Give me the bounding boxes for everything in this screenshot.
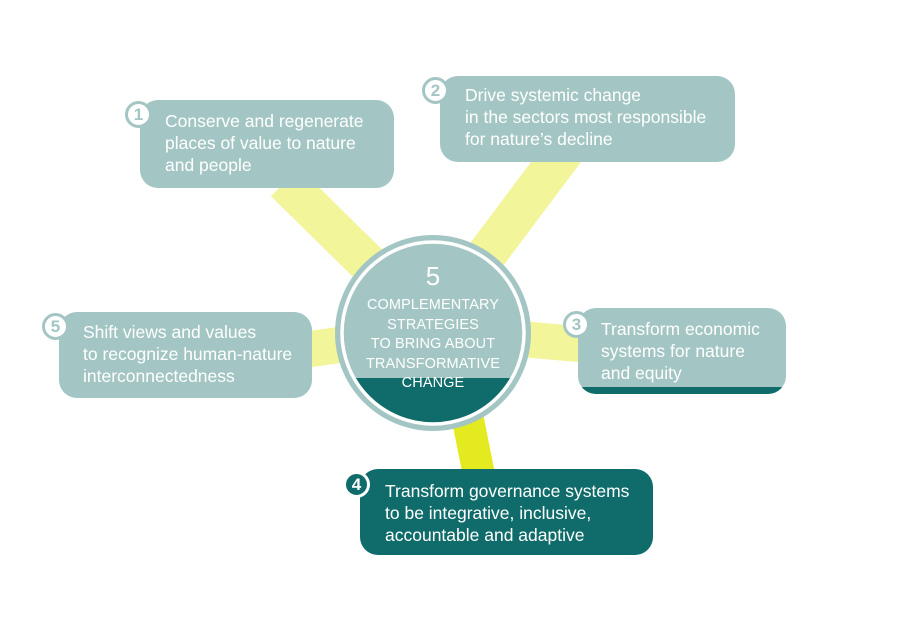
hub-number: 5 bbox=[425, 261, 441, 291]
strategy-text-5: Shift views and values to recognize huma… bbox=[83, 322, 293, 386]
strategy-box-3: Transform economic systems for nature an… bbox=[578, 308, 786, 394]
strategy-box-4: Transform governance systems to be integ… bbox=[360, 469, 653, 555]
strategy-box-2: Drive systemic change in the sectors mos… bbox=[440, 76, 735, 162]
strategy-badge-5: 5 bbox=[42, 313, 69, 340]
center-hub bbox=[335, 235, 531, 431]
strategy-badge-3: 3 bbox=[563, 311, 590, 338]
strategy-text-4: Transform governance systems to be integ… bbox=[385, 481, 630, 545]
strategy-text-2: Drive systemic change in the sectors mos… bbox=[465, 85, 707, 149]
strategy-text-1: Conserve and regenerate places of value … bbox=[165, 111, 364, 175]
hub-caption: COMPLEMENTARY STRATEGIES TO BRING ABOUT … bbox=[365, 297, 501, 391]
strategy-badge-1: 1 bbox=[125, 101, 152, 128]
strategy-box-1: Conserve and regenerate places of value … bbox=[140, 100, 394, 188]
strategy-box-5: Shift views and values to recognize huma… bbox=[59, 312, 312, 398]
hub-text: 5 COMPLEMENTARY STRATEGIES TO BRING ABOU… bbox=[345, 262, 521, 394]
strategy-badge-2: 2 bbox=[422, 77, 449, 104]
strategy-badge-4: 4 bbox=[343, 471, 370, 498]
strategy-text-3: Transform economic systems for nature an… bbox=[601, 319, 760, 383]
strategy-box-3-base bbox=[578, 387, 786, 394]
